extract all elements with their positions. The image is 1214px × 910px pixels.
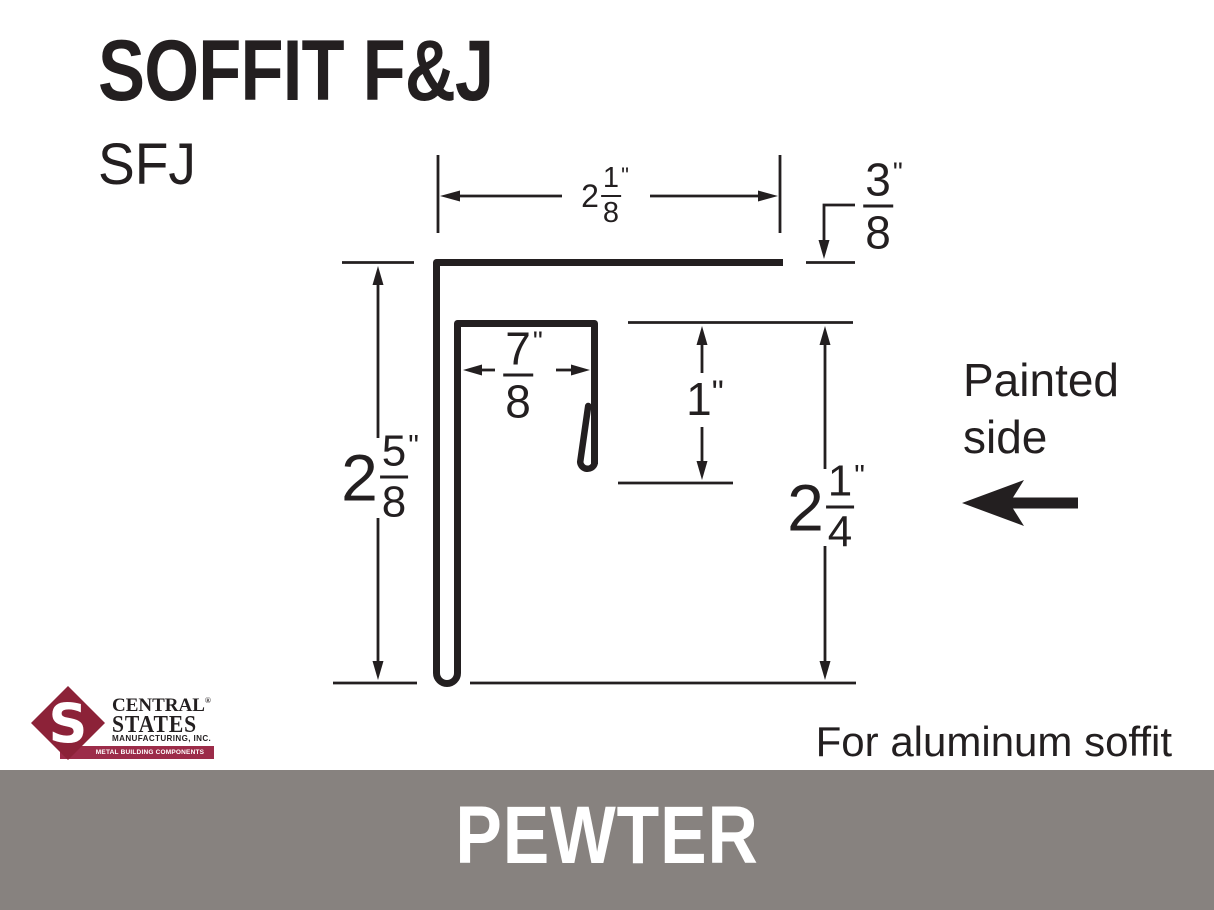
painted-side-arrow-icon: [962, 480, 1078, 526]
registered-mark: ®: [204, 696, 211, 705]
central-states-logo: METAL BUILDING COMPONENTS S CENTRAL® STA…: [30, 684, 230, 766]
painted-side-label: Painted side: [963, 354, 1120, 463]
color-name: PEWTER: [455, 790, 759, 882]
logo-monogram: S: [49, 692, 88, 755]
logo-name-line1: CENTRAL®: [112, 695, 211, 716]
logo-diamond-icon: S: [31, 686, 105, 760]
offset-leader: [822, 203, 855, 243]
color-swatch-band: PEWTER: [0, 770, 1214, 910]
inch-mark: ": [408, 429, 419, 463]
dimension-whole: 2: [341, 440, 378, 514]
dimension-hook-depth: 1 ": [686, 376, 724, 422]
product-code: SFJ: [98, 132, 196, 197]
dimension-whole: 1: [686, 373, 712, 425]
profile-outline: [433, 259, 783, 687]
inch-mark: ": [621, 163, 629, 188]
dimension-lines: [376, 194, 855, 662]
inch-mark: ": [532, 325, 543, 357]
application-note: For aluminum soffit: [815, 718, 1172, 765]
logo-banner: METAL BUILDING COMPONENTS: [60, 746, 214, 759]
inch-mark: ": [854, 459, 865, 493]
dimension-whole: 2: [581, 178, 599, 214]
inch-mark: ": [711, 374, 724, 412]
dimension-whole: 2: [787, 470, 824, 544]
hook-hem: [576, 402, 598, 473]
arrowheads: [372, 190, 831, 680]
logo-subtitle: MANUFACTURING, INC.: [112, 733, 212, 743]
logo-banner-text: METAL BUILDING COMPONENTS: [95, 749, 205, 756]
inch-mark: ": [892, 156, 903, 188]
extension-lines: [333, 155, 856, 685]
logo-name-line2: STATES: [112, 712, 198, 738]
page-title: SOFFIT F&J: [98, 23, 494, 119]
